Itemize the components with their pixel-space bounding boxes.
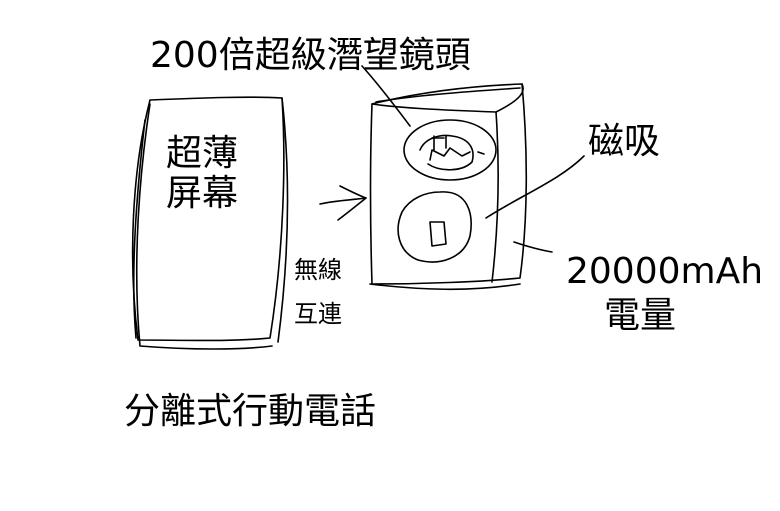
magnetic-leader-line (485, 155, 585, 219)
wireless-arrow (319, 185, 367, 221)
telescope-lens-label: 200倍超級潛望鏡頭 (150, 35, 471, 76)
telescope-lens-icon (403, 119, 497, 181)
magnetic-label: 磁吸 (588, 121, 661, 162)
magnetic-lens-icon (397, 191, 472, 263)
wireless-label-line1: 無線 (294, 256, 342, 284)
wireless-label-line2: 互連 (294, 300, 342, 328)
thin-screen-label: 超薄 屏幕 (166, 136, 238, 212)
thin-screen-label-line1: 超薄 (166, 133, 239, 174)
camera-module-outline (369, 83, 553, 291)
caption-title: 分離式行動電話 (124, 391, 377, 432)
thin-screen-label-line2: 屏幕 (166, 173, 239, 214)
screen-device-outline (131, 96, 289, 350)
battery-capacity-label: 20000mAh (566, 251, 764, 292)
lens-leader-line (361, 65, 411, 127)
battery-unit-label: 電量 (604, 295, 677, 336)
